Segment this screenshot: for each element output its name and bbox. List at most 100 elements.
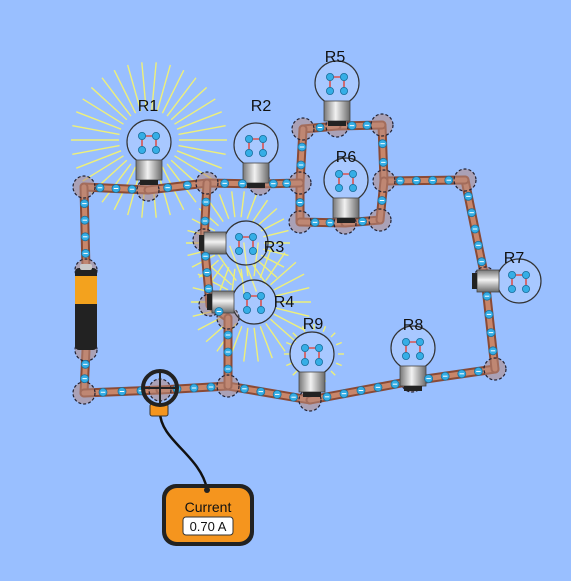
bulb-contact — [337, 218, 355, 223]
bulb-base — [476, 269, 500, 293]
electron — [314, 343, 323, 352]
light-ray — [178, 124, 226, 136]
light-ray — [101, 163, 132, 203]
bulb-contact — [199, 235, 204, 251]
light-ray — [90, 86, 128, 121]
light-ray — [126, 64, 142, 112]
ammeter-title: Current — [185, 499, 232, 515]
junction[interactable] — [291, 117, 315, 141]
light-ray — [246, 194, 258, 219]
light-ray — [330, 332, 336, 338]
electron — [401, 337, 410, 346]
light-ray — [229, 245, 243, 278]
bulb-globe — [126, 119, 172, 165]
ammeter-readout-box — [182, 516, 234, 536]
light-ray — [252, 199, 269, 223]
light-ray — [246, 267, 258, 292]
light-ray — [240, 191, 245, 218]
bulb-r5[interactable] — [314, 60, 360, 126]
light-ray — [276, 307, 310, 318]
light-ray — [253, 327, 259, 362]
electron — [300, 357, 309, 366]
junction[interactable] — [72, 381, 96, 405]
light-ray — [240, 268, 245, 295]
junction[interactable] — [216, 374, 240, 398]
light-ray — [301, 326, 306, 333]
light-ray — [335, 341, 342, 346]
battery[interactable] — [75, 264, 97, 350]
bulb-base — [332, 197, 360, 219]
junction[interactable] — [370, 113, 394, 137]
bulb-base — [203, 231, 227, 255]
electron — [242, 291, 251, 300]
bulb-r7[interactable] — [472, 258, 542, 304]
ammeter[interactable]: Current 0.70 A — [162, 484, 254, 546]
light-ray — [322, 326, 327, 333]
bulb-contact — [247, 183, 265, 188]
ammeter-readout: 0.70 A — [190, 519, 227, 534]
battery-terminal — [80, 264, 92, 270]
bulb-base — [323, 100, 351, 122]
bulb-globe — [223, 220, 269, 266]
bulb-r6[interactable] — [323, 157, 369, 223]
electron — [137, 145, 146, 154]
light-ray — [218, 194, 230, 219]
light-ray — [292, 332, 298, 338]
bulb-contact — [404, 386, 422, 391]
bulb-filament — [238, 236, 254, 251]
bulb-globe — [314, 60, 360, 106]
bulb-r1[interactable] — [126, 119, 172, 185]
bulb-base — [399, 365, 427, 387]
light-ray — [72, 144, 120, 156]
ammeter-probe[interactable] — [141, 369, 209, 490]
light-ray — [176, 150, 222, 169]
electron — [339, 73, 348, 82]
electron — [348, 169, 357, 178]
junction[interactable] — [195, 171, 219, 195]
light-ray — [72, 124, 120, 136]
bulb-contact — [303, 392, 321, 397]
light-ray — [178, 144, 226, 156]
electron — [348, 183, 357, 192]
electron — [401, 351, 410, 360]
bulb-contact — [472, 273, 477, 289]
junction[interactable] — [72, 175, 96, 199]
bulb-r3[interactable] — [199, 220, 269, 266]
bulb-r4[interactable] — [207, 279, 277, 325]
bulb-r9[interactable] — [289, 331, 335, 397]
label-r6: R6 — [336, 149, 357, 166]
bulb-base — [135, 159, 163, 181]
light-ray — [276, 286, 310, 297]
light-ray — [263, 229, 289, 238]
light-ray — [260, 218, 285, 232]
bulb-r2[interactable] — [233, 122, 279, 188]
bulb-filament — [248, 138, 264, 153]
light-ray — [207, 199, 224, 223]
bulb-globe — [233, 122, 279, 168]
label-r5: R5 — [325, 49, 346, 66]
junction[interactable] — [483, 357, 507, 381]
junction[interactable] — [372, 169, 396, 193]
junction[interactable] — [453, 168, 477, 192]
bulb-filament — [511, 274, 527, 289]
light-ray — [273, 273, 305, 291]
junction[interactable] — [288, 210, 312, 234]
bulb-contact — [328, 121, 346, 126]
light-ray — [269, 261, 297, 286]
junction[interactable] — [368, 208, 392, 232]
light-ray — [265, 252, 286, 282]
bulb-filament — [338, 173, 354, 188]
bulb-r8[interactable] — [390, 325, 436, 391]
bulb-filament — [304, 347, 320, 362]
bulb-base — [242, 162, 270, 184]
light-ray — [218, 267, 230, 292]
electron — [325, 87, 334, 96]
bulb-filament — [246, 295, 262, 310]
ammeter-jack — [204, 487, 210, 493]
light-ray — [101, 77, 132, 117]
electron — [334, 169, 343, 178]
bulb-base — [298, 371, 326, 393]
electron — [334, 183, 343, 192]
junction[interactable] — [288, 171, 312, 195]
light-ray — [256, 259, 278, 279]
